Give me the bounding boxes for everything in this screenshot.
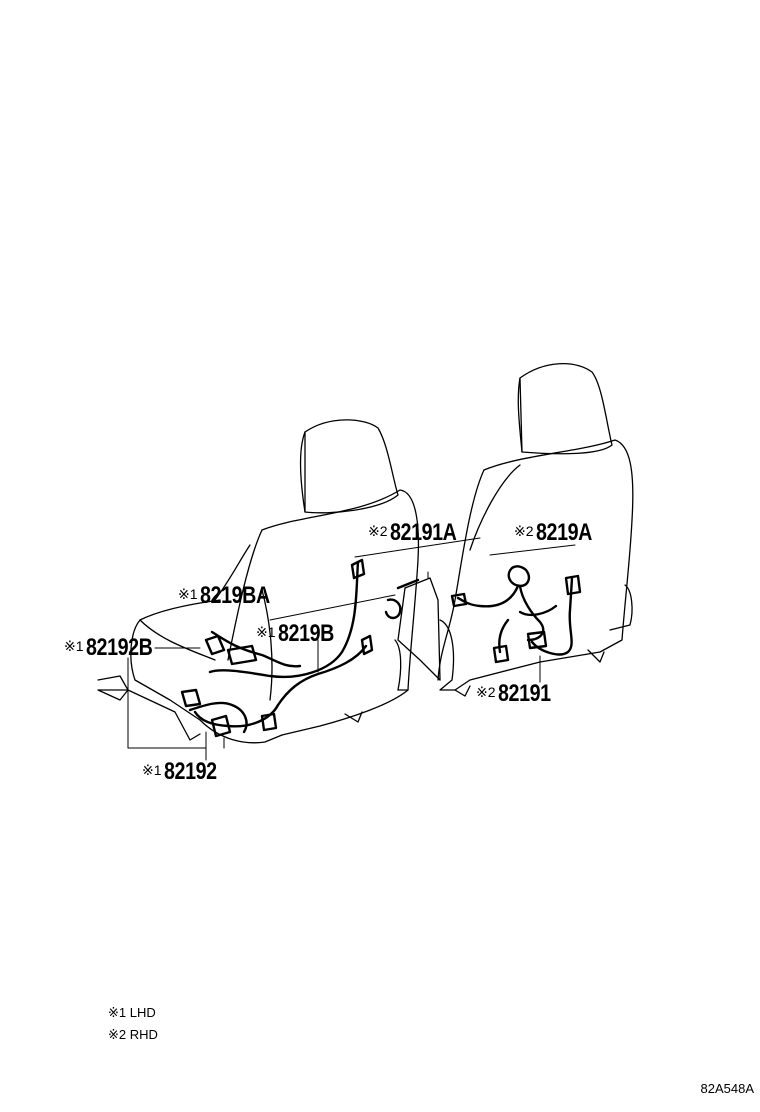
legend-text: LHD (129, 1005, 156, 1020)
callout-82191: ※282191 (476, 682, 562, 706)
part-code: 82192 (163, 758, 217, 785)
note-mark: ※2 (514, 523, 534, 539)
callout-8219B: ※18219B (256, 622, 346, 646)
harness-wires (180, 558, 582, 738)
note-mark: ※2 (476, 684, 496, 700)
note-mark: ※1 (142, 762, 162, 778)
legend-text: RHD (129, 1027, 158, 1042)
callout-82192B: ※182192B (64, 636, 167, 660)
note-mark: ※1 (64, 638, 84, 654)
figure-id: 82A548A (700, 1081, 755, 1096)
leader-lines (127, 537, 576, 761)
right-seat-outline (397, 363, 634, 697)
part-code: 8219A (535, 519, 592, 546)
part-code: 82191A (389, 519, 457, 546)
callout-8219BA: ※18219BA (178, 584, 285, 608)
legend-rhd: ※2 RHD (108, 1027, 158, 1042)
part-code: 82192B (85, 634, 153, 661)
callout-82192: ※182192 (142, 760, 228, 784)
part-code: 82191 (497, 680, 551, 707)
note-mark: ※1 (178, 586, 198, 602)
callout-82191A: ※282191A (368, 521, 471, 545)
legend-lhd: ※1 LHD (108, 1005, 156, 1020)
note-mark: ※1 (256, 624, 276, 640)
note-mark: ※2 (368, 523, 388, 539)
part-code: 8219BA (199, 582, 270, 609)
left-seat-outline (97, 419, 420, 744)
callout-8219A: ※28219A (514, 521, 604, 545)
part-code: 8219B (277, 620, 334, 647)
